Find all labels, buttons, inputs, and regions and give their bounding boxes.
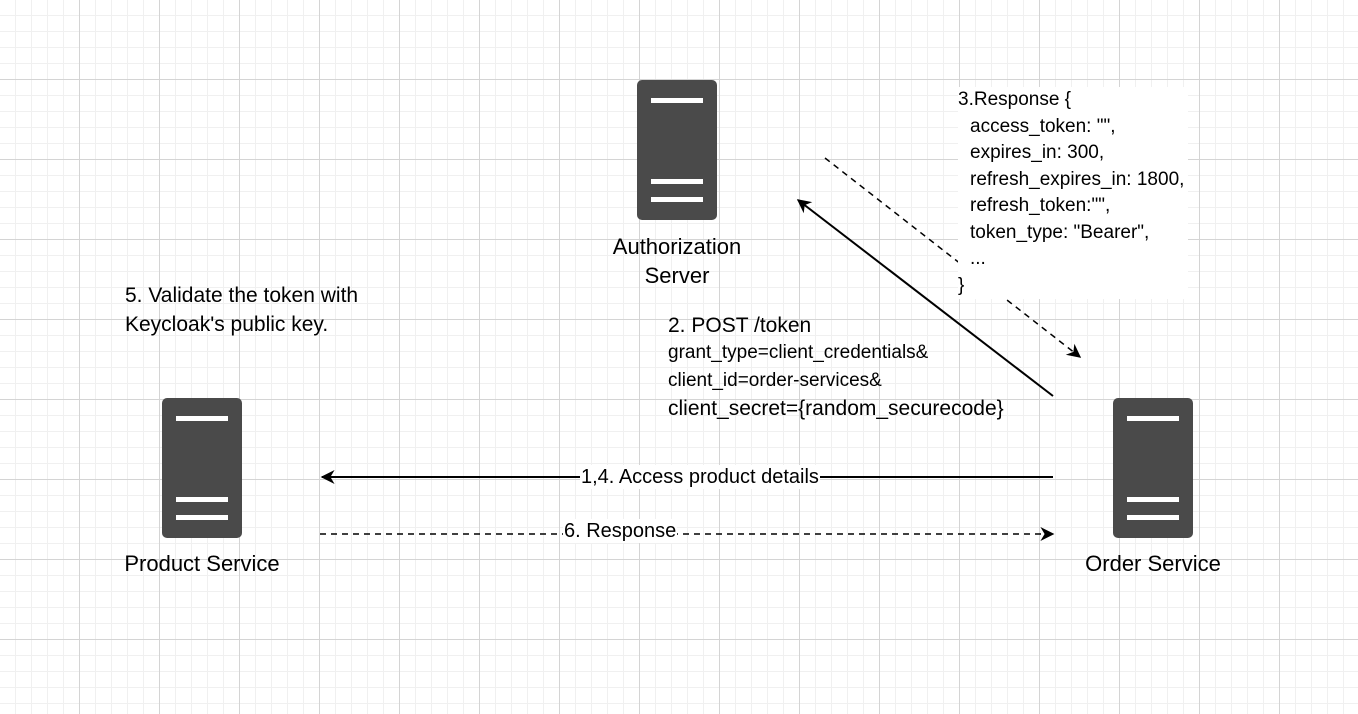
token-response-ellipsis: ...: [970, 248, 986, 269]
authorization-server-label: Authorization Server: [597, 232, 757, 290]
order-service-icon: [1113, 398, 1193, 538]
arrow-post-token: [796, 199, 1054, 397]
token-response-note: 3.Response { access_token: "", expires_i…: [958, 87, 1189, 299]
token-response-close-brace: }: [958, 274, 965, 296]
token-response-expires-in: expires_in: 300,: [970, 142, 1105, 163]
token-response-access-token: access_token: "",: [970, 115, 1116, 137]
token-response-title: 3.Response {: [958, 89, 1072, 110]
token-response-token-type: token_type: "Bearer",: [970, 221, 1150, 243]
validate-token-note: 5. Validate the token with Keycloak's pu…: [125, 281, 358, 339]
access-product-edge-label: 1,4. Access product details: [580, 465, 820, 489]
token-response-refresh-token: refresh_token:"",: [970, 195, 1111, 216]
order-service-label: Order Service: [1085, 551, 1221, 576]
post-token-grant-type: grant_type=client_credentials&: [668, 342, 929, 363]
authorization-server-label-line2: Server: [644, 263, 710, 288]
post-token-client-secret: client_secret={random_securecode}: [668, 397, 1004, 420]
token-response-refresh-expires-in: refresh_expires_in: 1800,: [970, 168, 1185, 190]
post-token-note: 2. POST /token grant_type=client_credent…: [668, 312, 1004, 423]
product-service-label: Product Service: [124, 551, 280, 576]
product-service-icon: [162, 398, 242, 538]
authorization-server-icon: [637, 80, 717, 220]
post-token-client-id: client_id=order-services&: [668, 370, 882, 391]
post-token-title: 2. POST /token: [668, 314, 812, 337]
arrow-token-response: [824, 157, 1082, 358]
authorization-server-label-line1: Authorization: [612, 234, 742, 259]
validate-token-note-line1: 5. Validate the token with: [125, 284, 359, 307]
validate-token-note-line2: Keycloak's public key.: [125, 313, 329, 336]
response-edge-label: 6. Response: [563, 519, 678, 543]
